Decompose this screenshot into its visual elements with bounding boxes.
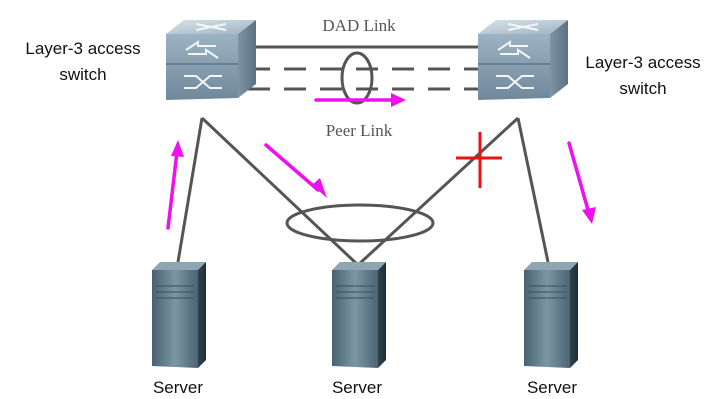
- arrow-peer-link-right-icon: [314, 93, 406, 107]
- server-tower-icon: [524, 262, 578, 368]
- right-switch-label-line2: switch: [619, 79, 666, 98]
- arrow-right-down-icon: [567, 141, 596, 224]
- peer-link-aggregation-ellipse: [340, 51, 374, 105]
- peer-link-label: Peer Link: [326, 121, 393, 140]
- server-aggregation-ellipse: [285, 203, 435, 243]
- layer3-switch-icon: [166, 20, 256, 100]
- server-tower-icon: [152, 262, 206, 368]
- left-switch-label-line2: switch: [59, 65, 106, 84]
- server-tower-icon: [332, 262, 386, 368]
- link-right-switch-to-right-server: [516, 117, 550, 263]
- red-cross-icon: [456, 132, 502, 188]
- traffic-arrows: [166, 93, 596, 230]
- left-switch-label-line1: Layer-3 access: [25, 39, 140, 58]
- right-switch-label-line1: Layer-3 access: [585, 53, 700, 72]
- link-left-switch-to-middle-server: [200, 116, 360, 267]
- link-left-switch-to-left-server: [176, 117, 204, 263]
- arrow-left-up-icon: [166, 140, 184, 230]
- layer3-switch-icon: [478, 20, 568, 100]
- server-right-label: Server: [527, 378, 577, 397]
- link-right-switch-to-middle-server: [356, 116, 520, 267]
- links: [176, 45, 550, 267]
- server-left-label: Server: [153, 378, 203, 397]
- server-middle-label: Server: [332, 378, 382, 397]
- dad-link-label: DAD Link: [322, 16, 396, 35]
- arrow-down-to-middle-icon: [264, 143, 327, 198]
